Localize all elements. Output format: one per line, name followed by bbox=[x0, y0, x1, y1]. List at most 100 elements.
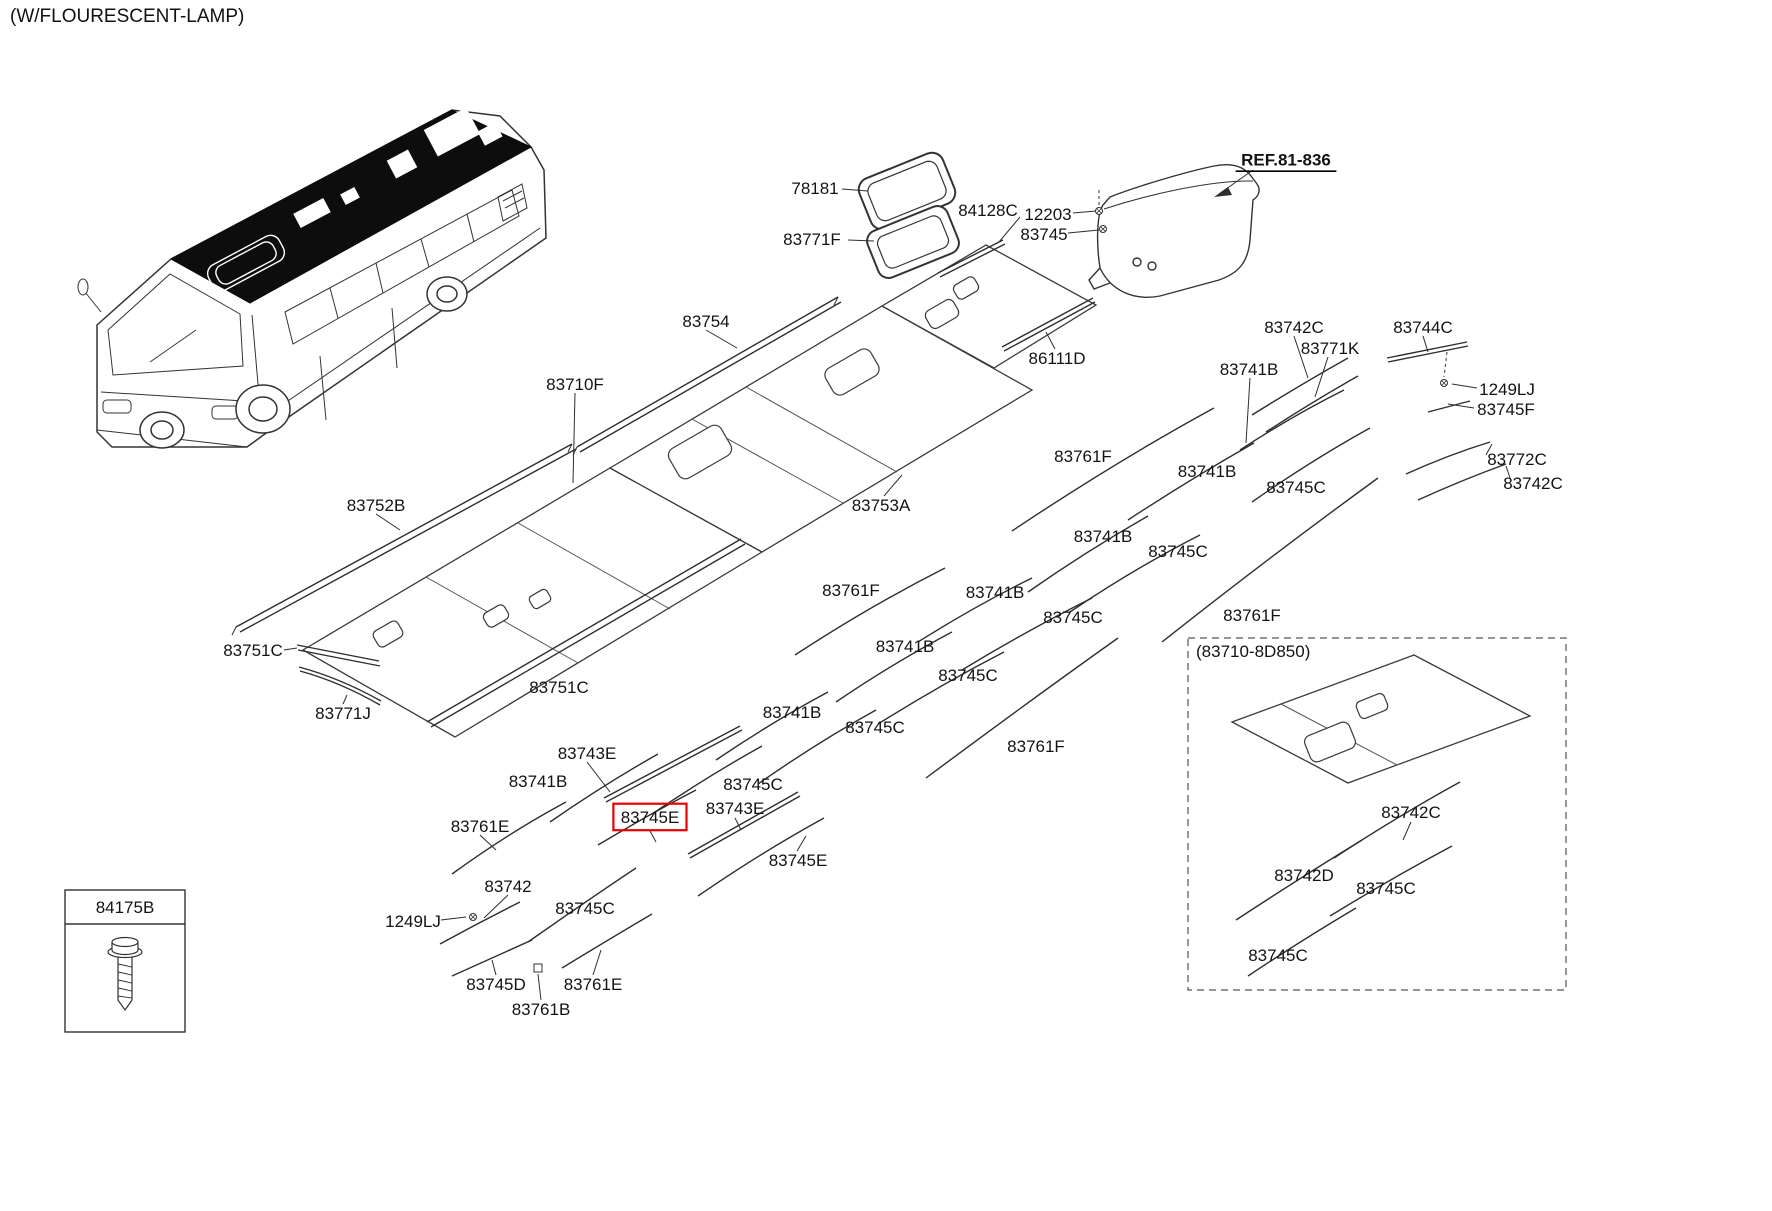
trim-strip bbox=[939, 243, 1006, 278]
trim-strip bbox=[1235, 839, 1363, 921]
leader-line bbox=[440, 916, 467, 921]
variant-roof-panel bbox=[1230, 654, 1532, 784]
leader-line bbox=[1067, 229, 1100, 234]
trim-strip bbox=[687, 791, 799, 855]
leader-line bbox=[796, 835, 807, 852]
part-label: 83753A bbox=[852, 496, 911, 515]
part-label: 83771J bbox=[315, 704, 371, 723]
leader-line bbox=[1451, 383, 1478, 389]
part-label: 83761F bbox=[822, 581, 880, 600]
trim-strip bbox=[603, 725, 741, 799]
part-label: 83771F bbox=[783, 230, 841, 249]
trim-strip bbox=[1251, 427, 1371, 503]
leader-line bbox=[283, 647, 298, 651]
part-label: 83751C bbox=[529, 678, 589, 697]
part-label: 83745C bbox=[1248, 946, 1308, 965]
trim-strip bbox=[925, 637, 1119, 779]
part-label: 83751C bbox=[223, 641, 283, 660]
part-label: 83745E bbox=[769, 851, 828, 870]
leader-line bbox=[342, 694, 348, 705]
trim-strip bbox=[451, 801, 567, 875]
leader-line bbox=[1072, 210, 1097, 214]
part-label: 83745C bbox=[938, 666, 998, 685]
ac-unit bbox=[1088, 164, 1260, 298]
trim-strip bbox=[1011, 407, 1215, 532]
trim-strip bbox=[231, 443, 573, 636]
part-label: 83745C bbox=[1356, 879, 1416, 898]
bus-window-dividers bbox=[329, 213, 475, 319]
part-label: 83745C bbox=[1043, 608, 1103, 627]
trim-strip bbox=[689, 795, 801, 859]
part-label: 83761F bbox=[1007, 737, 1065, 756]
trim-strip bbox=[297, 649, 381, 667]
leader-line bbox=[883, 474, 903, 497]
trim-strip bbox=[1127, 442, 1255, 521]
leader-line bbox=[375, 513, 401, 531]
leader-line bbox=[705, 329, 738, 349]
sunroof-frame bbox=[866, 205, 960, 279]
bus-roof-black-panel bbox=[169, 109, 533, 304]
part-label: 83744C bbox=[1393, 318, 1453, 337]
trim-strip bbox=[715, 691, 829, 761]
part-label: 83745D bbox=[466, 975, 526, 994]
trim-strip bbox=[937, 239, 1004, 274]
leader-line bbox=[491, 959, 497, 976]
trim-strip bbox=[451, 939, 533, 977]
roof-panel bbox=[880, 244, 1098, 369]
part-label: 83745F bbox=[1477, 400, 1535, 419]
leader-line bbox=[1402, 821, 1412, 841]
leader-line bbox=[537, 973, 542, 1001]
trim-strip bbox=[961, 597, 1093, 671]
part-label: 83742 bbox=[484, 877, 531, 896]
leader-line bbox=[998, 216, 1021, 243]
trim-strip bbox=[549, 753, 659, 823]
leader-line bbox=[479, 834, 497, 851]
ref-callout: REF.81-836 bbox=[1241, 151, 1331, 170]
part-label: 83761B bbox=[512, 1000, 571, 1019]
part-label: 83745 bbox=[1020, 225, 1067, 244]
trim-strip bbox=[757, 709, 877, 785]
part-label: 12203 bbox=[1024, 205, 1071, 224]
part-label: 83771K bbox=[1301, 339, 1360, 358]
part-label: 83752B bbox=[347, 496, 406, 515]
leader-line bbox=[1045, 331, 1056, 350]
trim-strip bbox=[1251, 357, 1349, 416]
part-label: 83745E bbox=[621, 808, 680, 827]
inset-box bbox=[64, 889, 186, 1033]
highlight-box bbox=[612, 802, 688, 832]
leader-line bbox=[1293, 335, 1309, 379]
part-label: 83772C bbox=[1487, 450, 1547, 469]
trim-strip bbox=[299, 670, 381, 706]
part-label: 83710F bbox=[546, 375, 604, 394]
trim-strip bbox=[1405, 441, 1491, 475]
trim-strip bbox=[597, 789, 697, 846]
part-label: 83745C bbox=[845, 718, 905, 737]
bolt-icon bbox=[107, 936, 143, 1012]
part-label: 83761E bbox=[564, 975, 623, 994]
trim-strip bbox=[298, 666, 382, 702]
arrowhead-icon bbox=[1214, 187, 1232, 197]
bus-side-windows bbox=[284, 189, 520, 345]
bus-rear-grille bbox=[497, 183, 528, 222]
trim-strip bbox=[1003, 301, 1096, 352]
variant-dashed-border bbox=[1187, 637, 1567, 991]
leader-line bbox=[649, 830, 657, 843]
leader-line bbox=[841, 188, 869, 192]
bus-wheels bbox=[139, 276, 468, 449]
bus-mirror bbox=[77, 278, 102, 313]
part-label: 83741B bbox=[1220, 360, 1279, 379]
trim-strips bbox=[231, 239, 1507, 977]
trim-strip bbox=[1329, 845, 1453, 917]
part-label: 83745C bbox=[1266, 478, 1326, 497]
trim-strip bbox=[794, 567, 946, 656]
part-label: 83741B bbox=[1074, 527, 1133, 546]
part-label: 83761E bbox=[451, 817, 510, 836]
part-label: 83741B bbox=[876, 637, 935, 656]
bus-windshield bbox=[107, 273, 244, 376]
part-label: 83741B bbox=[763, 703, 822, 722]
clip-icon bbox=[533, 963, 543, 973]
part-label: 1249LJ bbox=[1479, 380, 1535, 399]
part-label: 83743E bbox=[558, 744, 617, 763]
trim-strip bbox=[239, 448, 577, 633]
